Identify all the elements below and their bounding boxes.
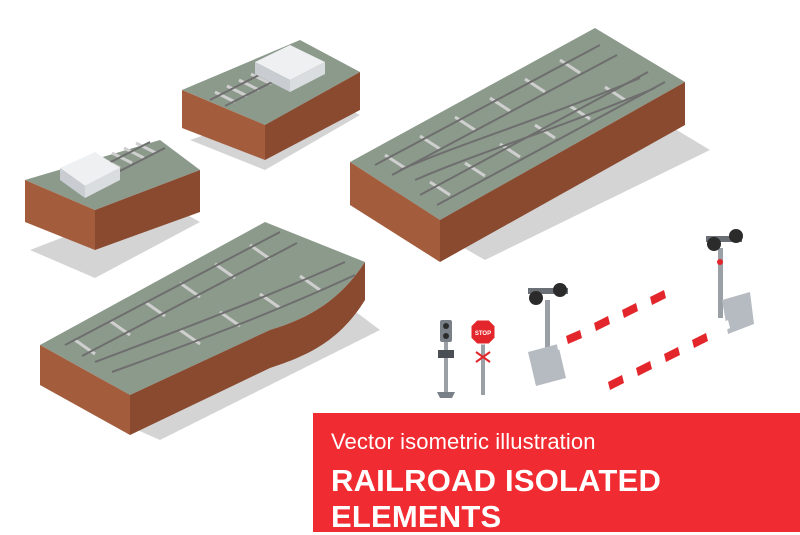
railroad-switch-diverging (40, 222, 380, 440)
railway-signal-post (437, 320, 455, 398)
title-banner: Vector isometric illustration RAILROAD I… (313, 413, 800, 534)
banner-subtitle: Vector isometric illustration (331, 429, 596, 454)
level-crossing-barrier-right (598, 229, 754, 394)
track-block-with-buffer-stop (182, 40, 360, 170)
level-crossing-barrier-left (528, 278, 688, 386)
railroad-switch-crossover (350, 28, 710, 262)
stop-sign-post: STOP (470, 319, 496, 395)
banner-title: RAILROAD ISOLATED ELEMENTS (331, 463, 662, 534)
track-block-with-buffer-stop-small (25, 140, 200, 278)
stop-sign-label: STOP (475, 331, 491, 337)
